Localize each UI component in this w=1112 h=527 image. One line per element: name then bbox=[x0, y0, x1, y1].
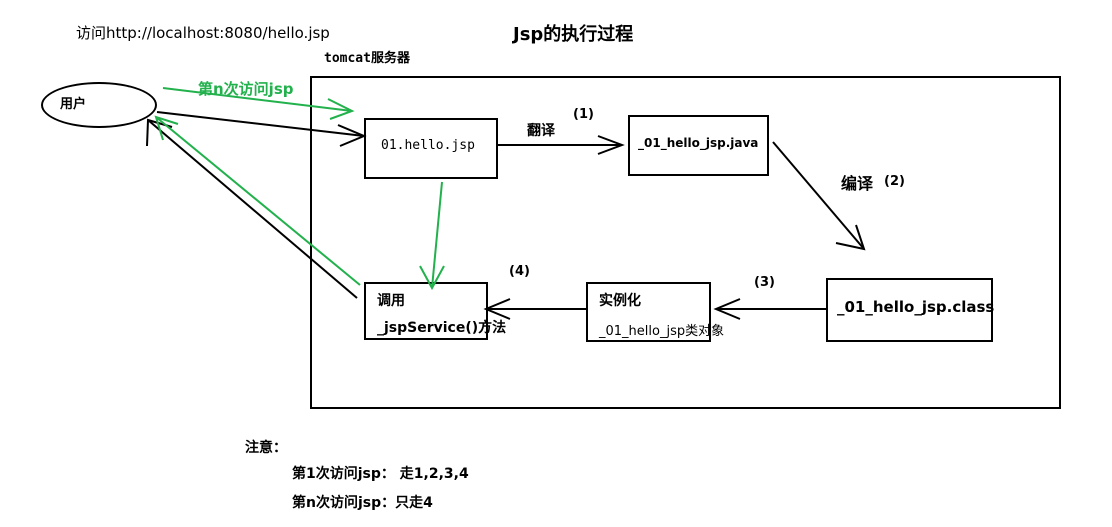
instantiate-title: 实例化 bbox=[599, 293, 641, 309]
arrow-nth-visit bbox=[162, 87, 355, 120]
arrow-jsp-to-service bbox=[419, 181, 445, 291]
notes-heading: 注意： bbox=[245, 440, 287, 456]
arrow-compile bbox=[772, 141, 866, 251]
step2-label: (2) bbox=[884, 174, 905, 189]
step3-label: (3) bbox=[754, 275, 775, 290]
service-line2: _jspService()方法 bbox=[377, 320, 507, 336]
java-file-node: _01_hello_jsp.java bbox=[628, 115, 769, 176]
note-first-visit: 第1次访问jsp： 走1,2,3,4 bbox=[292, 466, 469, 482]
service-line1: 调用 bbox=[377, 293, 405, 309]
diagram-title: Jsp的执行过程 bbox=[513, 24, 634, 45]
arrow-service-to-user-green bbox=[154, 115, 361, 286]
class-file-label: _01_hello_jsp.class bbox=[837, 298, 995, 316]
hello-jsp-label: 01.hello.jsp bbox=[381, 138, 475, 153]
instantiate-node: 实例化 _01_hello_jsp类对象 bbox=[586, 282, 724, 342]
arrow-service-to-user-black bbox=[146, 118, 358, 299]
step4-label: (4) bbox=[509, 264, 530, 279]
hello-jsp-node: 01.hello.jsp bbox=[364, 118, 498, 179]
class-file-node: _01_hello_jsp.class bbox=[826, 278, 995, 342]
arrow-translate bbox=[498, 135, 625, 155]
instantiate-subtitle: _01_hello_jsp类对象 bbox=[599, 324, 725, 339]
note-nth-visit: 第n次访问jsp：只走4 bbox=[292, 495, 433, 511]
nth-visit-label: 第n次访问jsp bbox=[198, 80, 294, 98]
url-note: 访问http://localhost:8080/hello.jsp bbox=[76, 24, 330, 42]
arrow-call-service bbox=[483, 298, 586, 320]
user-node: 用户 bbox=[41, 82, 157, 128]
service-node: 调用 _jspService()方法 bbox=[364, 282, 506, 340]
java-file-label: _01_hello_jsp.java bbox=[638, 136, 759, 150]
translate-label: 翻译 bbox=[527, 123, 555, 139]
step1-label: (1) bbox=[573, 107, 594, 122]
user-label: 用户 bbox=[60, 97, 87, 112]
arrow-user-to-jsp bbox=[156, 111, 367, 147]
compile-label: 编译 bbox=[841, 174, 874, 193]
arrow-instantiate bbox=[713, 298, 826, 320]
server-label: tomcat服务器 bbox=[324, 51, 410, 66]
